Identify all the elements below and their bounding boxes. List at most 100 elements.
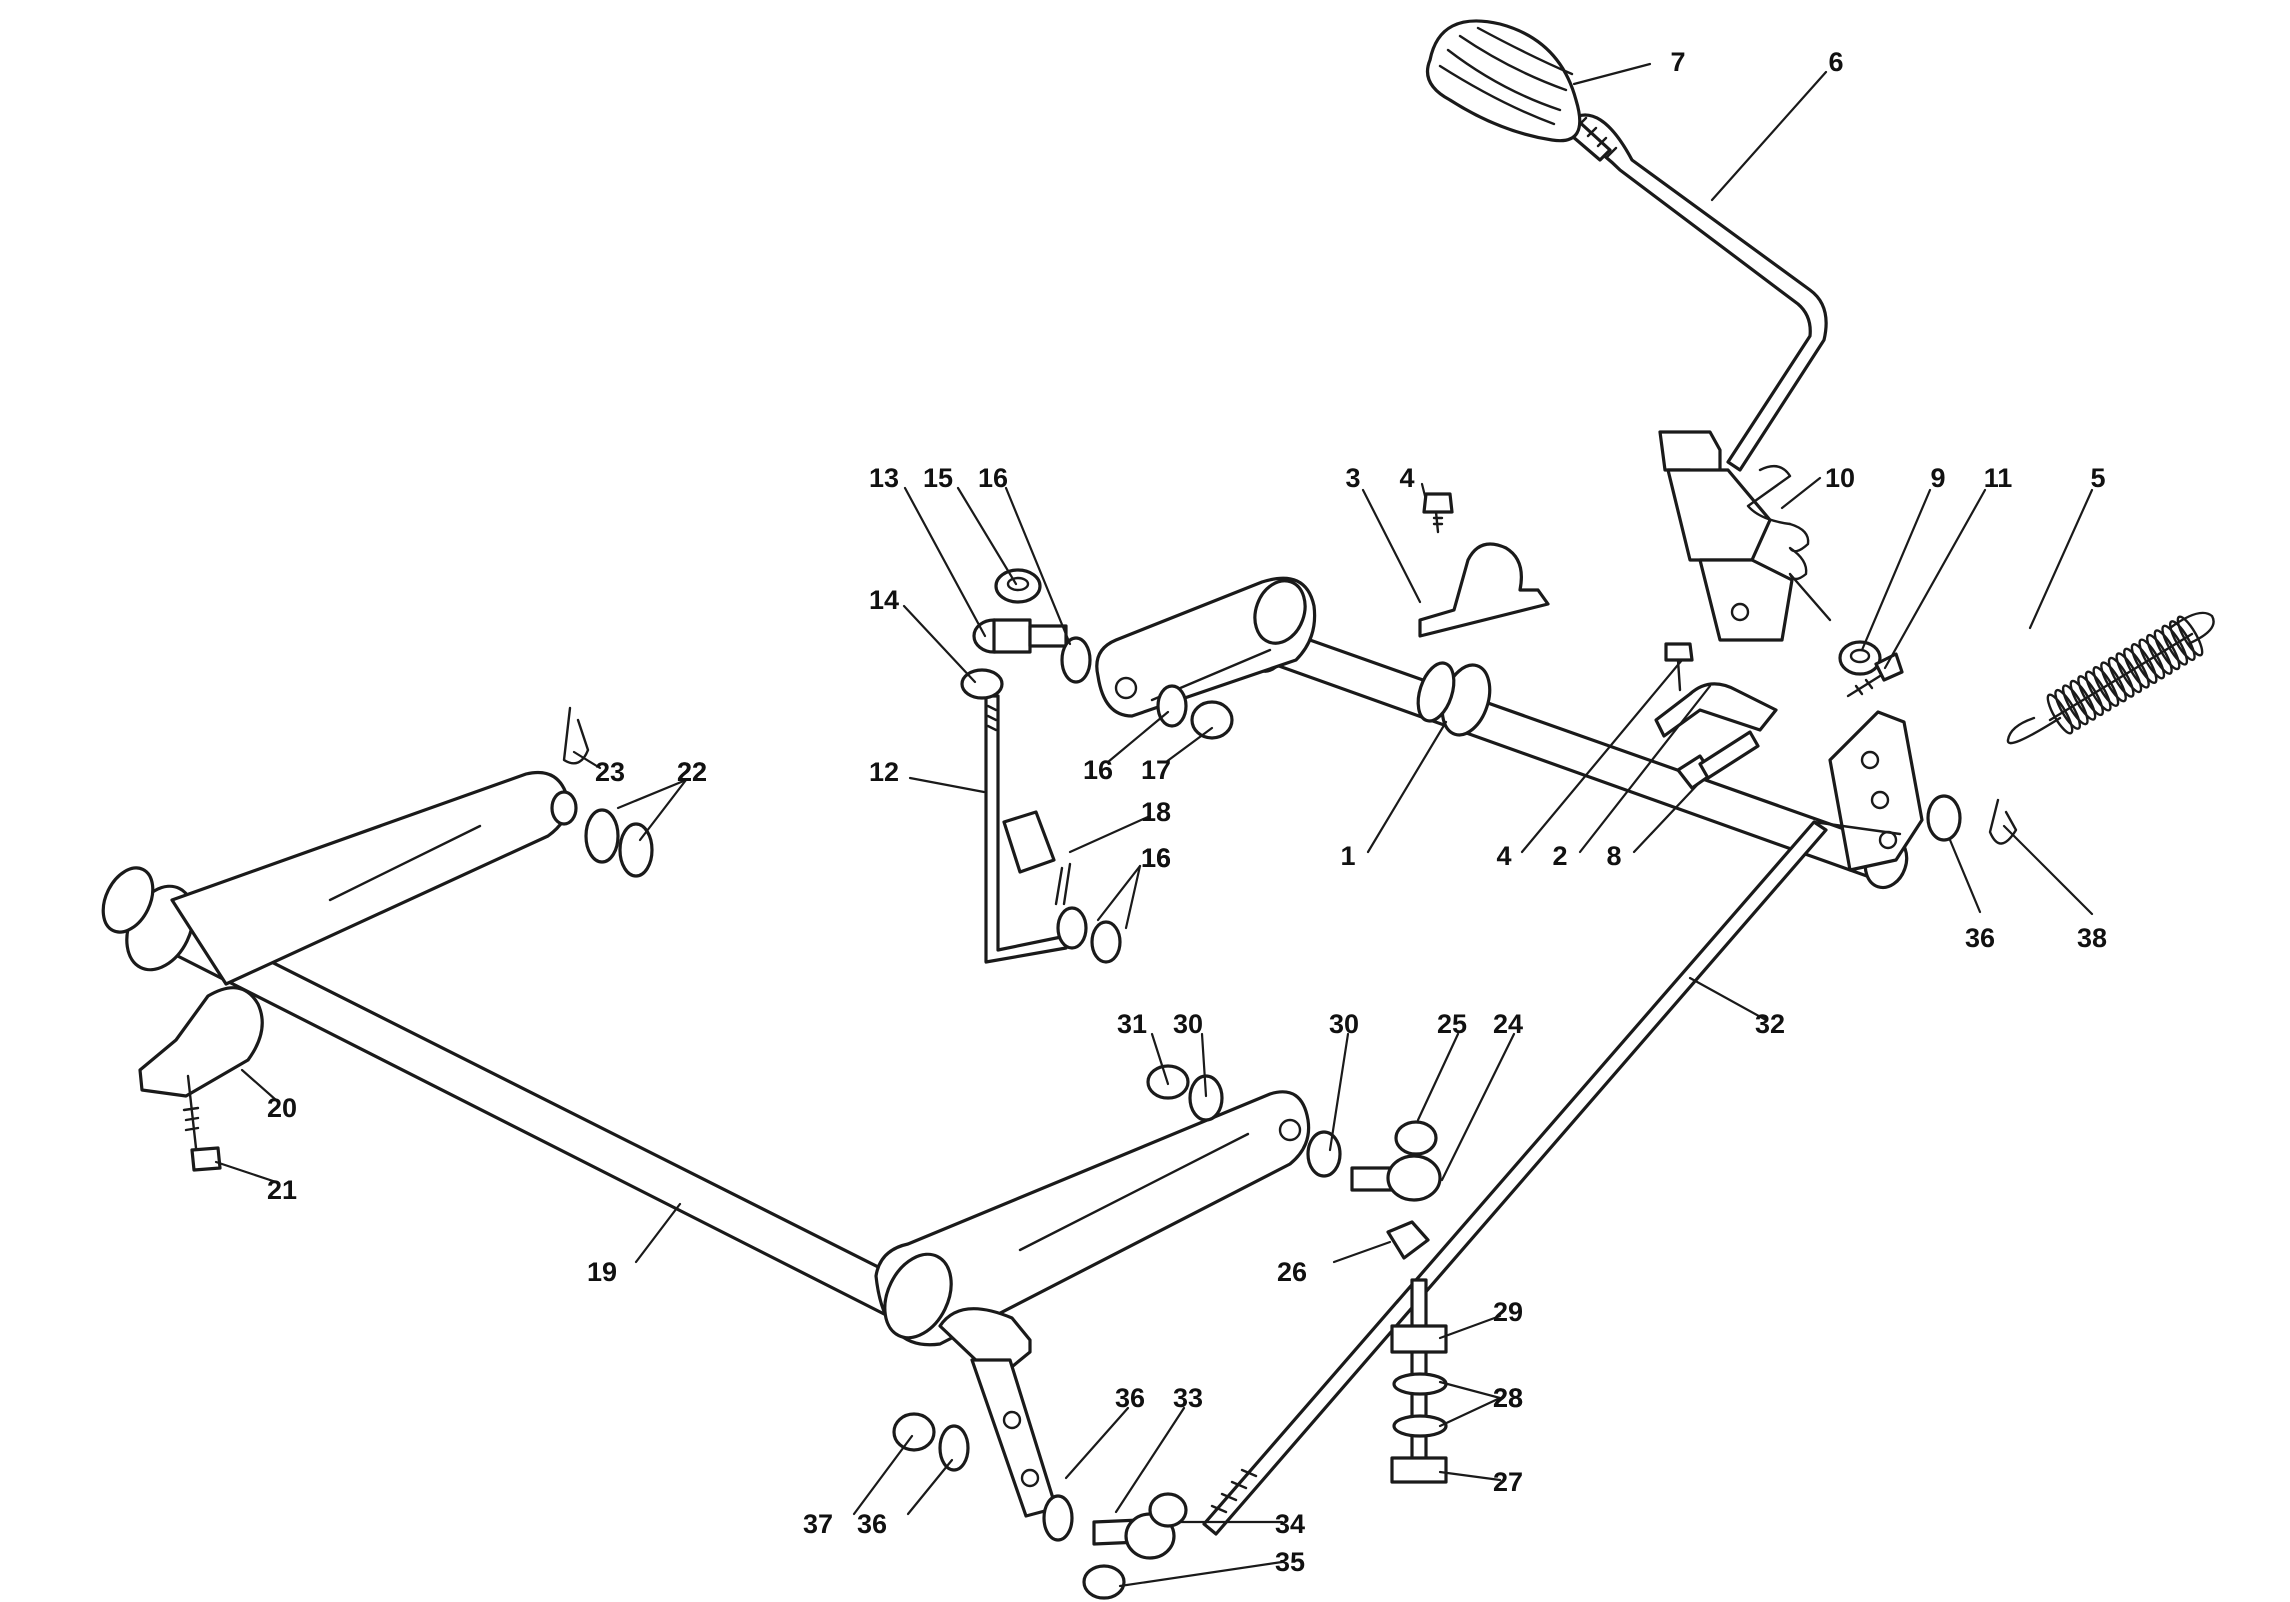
callout-number: 30 (1329, 1009, 1359, 1039)
callout-c28b: 28 (1438, 1383, 1523, 1428)
leader-line (1068, 814, 1152, 854)
leader-line (1883, 488, 1987, 670)
spring-coil (2061, 684, 2089, 726)
callout-number: 37 (803, 1509, 833, 1539)
leader-line (1366, 720, 1448, 854)
callout-number: 29 (1493, 1297, 1523, 1327)
leader-line (2002, 824, 2094, 916)
nut (1386, 1220, 1430, 1260)
shaft-clip (1418, 542, 1550, 638)
callout-c4a: 4 (1399, 463, 1427, 498)
callout-c27: 27 (1438, 1467, 1523, 1497)
callout-number: 32 (1755, 1009, 1785, 1039)
spring-coil (2138, 638, 2166, 680)
leader-line (1438, 1380, 1502, 1400)
leader-line (1438, 1396, 1502, 1428)
callout-c5: 5 (2028, 463, 2106, 630)
callout-number: 36 (1115, 1383, 1145, 1413)
leader-line (956, 486, 1018, 586)
screw (182, 1074, 222, 1172)
leader-line (638, 778, 688, 842)
spring-coil (2153, 629, 2181, 671)
leader-line (1440, 1032, 1516, 1182)
callout-number: 30 (1173, 1009, 1203, 1039)
right-lift-arm (874, 1090, 1311, 1347)
torsion-spring (1746, 464, 1832, 622)
callout-number: 16 (1083, 755, 1113, 785)
leader-line (1118, 1560, 1284, 1588)
leader-line (903, 486, 987, 638)
callout-number: 21 (267, 1175, 297, 1205)
callout-number: 13 (869, 463, 899, 493)
leader-line (1106, 710, 1170, 764)
callout-number: 28 (1493, 1383, 1523, 1413)
spring-clip (1002, 810, 1072, 906)
callout-number: 6 (1828, 47, 1843, 77)
callout-number: 5 (2090, 463, 2105, 493)
spring-coil (2161, 624, 2189, 666)
callout-c30a: 30 (1173, 1009, 1208, 1098)
hair-pin (1988, 798, 2018, 845)
leader-line (2028, 488, 2094, 630)
callout-c17: 17 (1141, 726, 1214, 785)
nut (960, 668, 1004, 700)
callout-number: 16 (1141, 843, 1171, 873)
shaft-bracket (138, 986, 264, 1098)
callout-c18: 18 (1068, 797, 1171, 854)
spring-coil (2107, 656, 2135, 698)
leader-line (634, 1202, 682, 1264)
washer (584, 808, 654, 878)
leader-line (1114, 1406, 1186, 1514)
leader-line (1578, 684, 1712, 854)
leader-line (1860, 488, 1932, 652)
callout-c34: 34 (1178, 1509, 1305, 1539)
lower-crank (938, 1307, 1058, 1518)
leader-line (1328, 1032, 1350, 1152)
extension-spring (2006, 611, 2215, 745)
leader-line (1200, 1032, 1208, 1098)
nut (1190, 700, 1234, 740)
callout-c13: 13 (869, 463, 987, 638)
leader-line (1948, 838, 1982, 914)
callout-c16a: 16 (978, 463, 1072, 646)
callout-c31: 31 (1117, 1009, 1170, 1086)
callout-c37: 37 (803, 1434, 914, 1539)
callout-c23: 23 (572, 750, 625, 787)
lever-knob (1425, 19, 1582, 143)
spring-coil (2123, 647, 2150, 689)
callout-number: 9 (1930, 463, 1945, 493)
callout-c36a: 36 (1948, 838, 1995, 953)
leader-line (1361, 488, 1422, 604)
callout-number: 18 (1141, 797, 1171, 827)
link-rod (1202, 820, 1902, 1536)
spring-coils (2046, 615, 2204, 735)
leader-line (1438, 1470, 1502, 1482)
leader-line (1438, 1314, 1502, 1340)
callout-number: 14 (869, 585, 899, 615)
callout-c36c: 36 (857, 1458, 954, 1539)
nut (994, 568, 1042, 604)
swivel-block (972, 618, 1068, 654)
spring-coil (2100, 661, 2127, 703)
callout-number: 7 (1670, 47, 1685, 77)
hair-pin (562, 706, 590, 765)
spring-coil (2069, 679, 2097, 721)
callout-c10: 10 (1780, 463, 1855, 510)
leader-line (1688, 976, 1768, 1022)
upper-lift-arm (1095, 576, 1317, 718)
callout-number: 33 (1173, 1383, 1203, 1413)
callout-c2: 2 (1552, 684, 1712, 871)
nut (892, 1412, 936, 1452)
callout-c29: 29 (1438, 1297, 1523, 1340)
leader-line (240, 1068, 278, 1102)
callout-number: 10 (1825, 463, 1855, 493)
washer (1926, 794, 1962, 842)
clamp (1654, 642, 1778, 738)
leader-line (908, 776, 986, 794)
callout-c15: 15 (923, 463, 1018, 586)
callout-number: 36 (1965, 923, 1995, 953)
pivot-plate (1828, 710, 1924, 872)
leader-line (1416, 1032, 1460, 1122)
